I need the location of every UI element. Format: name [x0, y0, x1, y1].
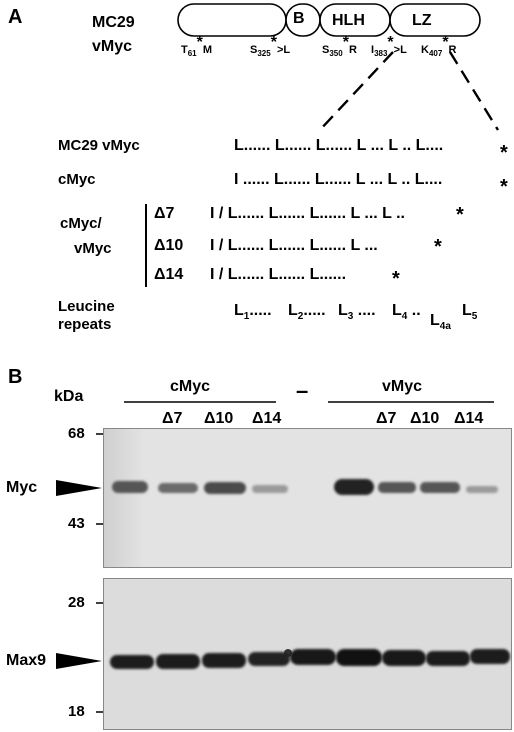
negative-control-dash: –: [296, 378, 309, 403]
group-label-cmyc-blot: cMyc: [170, 378, 211, 395]
myc-band-cmyc-delta14: [252, 485, 288, 493]
lane-label-vmyc-delta14: Δ14: [454, 410, 484, 427]
leucine-label-2: repeats: [58, 316, 112, 333]
max9-arrowhead-icon: [56, 653, 102, 669]
seq-cmyc: I ...... L...... L...... L ... L .. L...…: [234, 171, 443, 188]
group-label-cmyc: cMyc/: [60, 215, 102, 232]
leucine-mark-5: L5: [462, 302, 478, 323]
myc-band-cmyc-delta10: [204, 482, 246, 494]
lane-label-vmyc-delta7: Δ7: [376, 410, 397, 427]
lane-label-cmyc-delta10: Δ10: [204, 410, 234, 427]
mw-label-28: 28: [68, 594, 85, 611]
mutation-s350r: S350*R: [322, 34, 357, 59]
row-label-mc29-vmyc: MC29 vMyc: [58, 137, 140, 154]
hlh-domain-label: HLH: [332, 12, 365, 29]
max9-band-cmyc-delta14: [248, 652, 290, 666]
mw-label-18: 18: [68, 703, 85, 720]
leucine-mark-4: L4 ..: [392, 302, 421, 323]
stop-star-delta14: *: [392, 268, 400, 290]
stop-star-delta7: *: [456, 204, 464, 226]
mutation-star: *: [442, 34, 449, 51]
vmyc-label: vMyc: [92, 38, 133, 55]
leucine-mark-2: L2.....: [288, 302, 326, 323]
lz-domain-label: LZ: [412, 12, 432, 29]
seq-delta14: I / L...... L...... L......: [210, 266, 347, 283]
row-label-delta7: Δ7: [154, 205, 175, 222]
myc-band-cmyc: [112, 481, 148, 493]
max9-band-cmyc-delta10: [202, 653, 246, 668]
mw-label-43: 43: [68, 515, 85, 532]
stop-star-cmyc: *: [500, 176, 508, 198]
zoom-line-right: [448, 51, 500, 131]
b-domain-label: B: [293, 10, 305, 27]
blot-speck: [284, 649, 292, 657]
max9-band-vmyc-delta7: [382, 650, 426, 666]
myc-band-vmyc: [334, 479, 374, 495]
band-label-max9: Max9: [6, 652, 47, 669]
group-label-vmyc-blot: vMyc: [382, 378, 423, 395]
stop-star-mc29: *: [500, 142, 508, 164]
protein-body-box: [177, 3, 287, 37]
mutation-star: *: [387, 34, 394, 51]
max9-band-vmyc-delta10: [426, 651, 470, 666]
lz-domain-box: [389, 3, 481, 37]
myc-band-vmyc-delta14: [466, 486, 498, 493]
leucine-mark-3: L3 ....: [338, 302, 376, 323]
max9-band-cmyc: [110, 655, 154, 669]
panel-b-letter: B: [8, 366, 23, 388]
lane-label-cmyc-delta7: Δ7: [162, 410, 183, 427]
max9-band-vmyc-delta14: [470, 649, 510, 664]
seq-delta7: I / L...... L...... L...... L ... L ..: [210, 205, 405, 222]
mutation-t61m: T61*M: [181, 34, 213, 59]
myc-arrowhead-icon: [56, 480, 102, 496]
max9-band-cmyc-delta7: [156, 654, 200, 669]
seq-mc29-vmyc: L...... L...... L...... L ... L .. L....: [234, 137, 444, 154]
myc-western-blot: [103, 428, 512, 568]
mutation-star: *: [196, 34, 203, 51]
blot-smear-left: [104, 429, 144, 567]
myc-band-cmyc-delta7: [158, 483, 198, 493]
mutation-star: *: [342, 34, 349, 51]
mutation-star: *: [270, 34, 277, 51]
row-label-cmyc: cMyc: [58, 171, 96, 188]
max9-band-negative: [290, 649, 336, 665]
myc-band-vmyc-delta10: [420, 482, 460, 493]
max9-band-vmyc: [336, 649, 382, 666]
lane-label-vmyc-delta10: Δ10: [410, 410, 440, 427]
mutation-k407r: K407*R: [421, 34, 457, 59]
group-label-vmyc: vMyc: [74, 240, 112, 257]
mutation-i383l: I383*>L: [371, 34, 407, 59]
band-label-myc: Myc: [6, 479, 38, 496]
mutation-s325l: S325*>L: [250, 34, 291, 59]
leucine-mark-1: L1.....: [234, 302, 272, 323]
mw-label-68: 68: [68, 425, 85, 442]
stop-star-delta10: *: [434, 236, 442, 258]
myc-band-vmyc-delta7: [378, 482, 416, 493]
panel-a-letter: A: [8, 6, 23, 28]
leucine-mark-4a: L4a: [430, 312, 451, 333]
zoom-line-left: [317, 51, 394, 133]
max9-western-blot: [103, 578, 512, 730]
mc29-label: MC29: [92, 14, 135, 31]
leucine-label-1: Leucine: [58, 298, 115, 315]
row-label-delta10: Δ10: [154, 237, 184, 254]
kda-label: kDa: [54, 388, 84, 405]
seq-delta10: I / L...... L...... L...... L ...: [210, 237, 378, 254]
lane-label-cmyc-delta14: Δ14: [252, 410, 282, 427]
row-label-delta14: Δ14: [154, 266, 184, 283]
